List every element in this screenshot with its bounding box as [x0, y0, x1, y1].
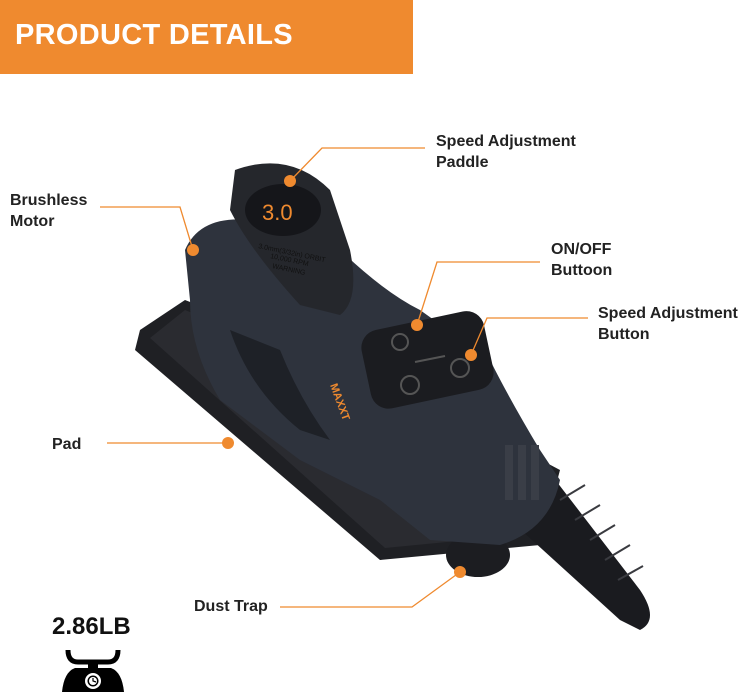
- callout-dust-trap: Dust Trap: [194, 596, 268, 617]
- callout-dot: [284, 175, 296, 187]
- weight-label: 2.86LB: [52, 613, 131, 640]
- callout-text: ON/OFF: [551, 241, 612, 258]
- callout-dot: [222, 437, 234, 449]
- callout-speed-button: Speed Adjustment Button: [598, 303, 738, 345]
- power-button: [391, 333, 409, 351]
- callout-brushless-motor: Brushless Motor: [10, 190, 87, 232]
- callout-text: Paddle: [436, 154, 489, 171]
- callout-pad: Pad: [52, 434, 81, 455]
- callout-text: Speed Adjustment: [436, 133, 576, 150]
- callout-text: Dust Trap: [194, 598, 268, 615]
- callout-dot: [454, 566, 466, 578]
- callout-speed-paddle: Speed Adjustment Paddle: [436, 131, 576, 173]
- callout-text: Button: [598, 326, 650, 343]
- plus-button: [450, 358, 470, 378]
- banner-title: PRODUCT DETAILS: [15, 19, 293, 51]
- callout-dot: [465, 349, 477, 361]
- callout-text: Speed Adjustment: [598, 305, 738, 322]
- scale-icon: [62, 649, 124, 692]
- callout-onoff-button: ON/OFF Buttoon: [551, 239, 612, 281]
- speed-display: 3.0: [262, 200, 293, 225]
- callout-text: Motor: [10, 213, 55, 230]
- minus-button: [400, 375, 420, 395]
- callout-text: Brushless: [10, 192, 88, 209]
- callout-text: Buttoon: [551, 262, 613, 279]
- callout-text: Pad: [52, 436, 82, 453]
- callout-dot: [187, 244, 199, 256]
- header-banner: PRODUCT DETAILS: [0, 0, 413, 74]
- callout-dot: [411, 319, 423, 331]
